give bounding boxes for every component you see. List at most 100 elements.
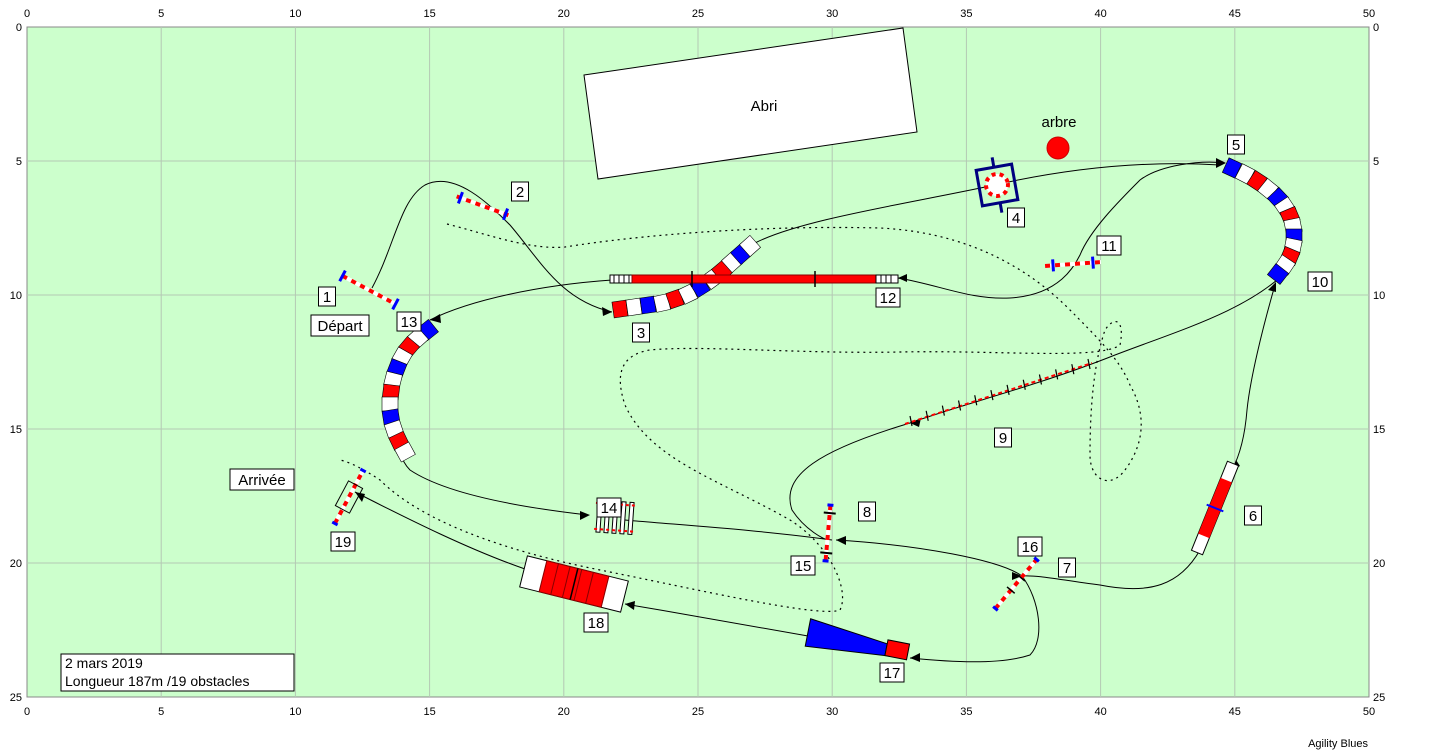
path-arrows (355, 158, 1276, 662)
x-tick-top: 5 (158, 8, 164, 20)
obstacle-11-jump (1044, 256, 1102, 272)
tunnel-segment (739, 234, 761, 258)
obstacle-18-aframe (519, 555, 629, 613)
x-tick-bottom: 10 (289, 706, 301, 718)
tree-label: arbre (1041, 114, 1076, 131)
x-tick-top: 20 (558, 8, 570, 20)
course-length: Longueur 187m /19 obstacles (65, 673, 249, 689)
obstacle-number-text: 16 (1022, 539, 1039, 556)
obstacle-number-15: 15 (790, 555, 816, 576)
obstacle-9-weave (904, 358, 1093, 427)
handler-path (339, 223, 1142, 612)
x-tick-top: 10 (289, 8, 301, 20)
obstacle-number-text: 15 (795, 558, 812, 575)
weave-pole (990, 389, 994, 401)
x-tick-bottom: 30 (826, 706, 838, 718)
x-tick-bottom: 45 (1229, 706, 1241, 718)
course-info-box: 2 mars 2019 Longueur 187m /19 obstacles (60, 653, 295, 692)
weave-pole (1022, 379, 1026, 390)
weave-pole (1006, 384, 1010, 396)
obstacle-2-jump (456, 191, 510, 221)
obstacle-number-3: 3 (632, 322, 650, 343)
obstacle-number-text: 9 (999, 430, 1007, 447)
y-tick-left: 10 (10, 290, 22, 302)
shelter: Abri (583, 27, 918, 180)
weave-pole (974, 395, 978, 406)
x-tick-bottom: 40 (1094, 706, 1106, 718)
y-tick-left: 25 (10, 692, 22, 704)
finish-label: Arrivée (238, 472, 286, 489)
obstacle-number-text: 2 (516, 184, 524, 201)
obstacle-number-9: 9 (994, 427, 1012, 448)
obstacle-13-tunnel (381, 318, 439, 463)
obstacle-number-8: 8 (858, 501, 876, 522)
obstacle-number-19: 19 (330, 531, 356, 552)
weave-pole (941, 405, 945, 416)
obstacle-number-14: 14 (596, 497, 622, 518)
y-tick-left: 5 (16, 156, 22, 168)
obstacle-17-chute (804, 618, 911, 661)
x-tick-top: 0 (24, 8, 30, 20)
tunnel-segment (611, 299, 629, 319)
obstacle-number-11: 11 (1096, 235, 1122, 256)
tunnel-segment (1221, 157, 1243, 179)
tunnels (381, 157, 1303, 463)
x-tick-top: 15 (423, 8, 435, 20)
obstacle-number-text: 6 (1249, 508, 1257, 525)
obstacle-8-jump (820, 503, 836, 563)
obstacle-number-13: 13 (396, 311, 422, 332)
obstacle-number-text: 7 (1063, 560, 1071, 577)
axis-ticks: 0055101015152020252530303535404045455050… (10, 8, 1386, 718)
obstacle-number-10: 10 (1307, 271, 1333, 292)
x-tick-bottom: 5 (158, 706, 164, 718)
x-tick-bottom: 50 (1363, 706, 1375, 718)
obstacle-number-text: 18 (588, 615, 605, 632)
obstacle-number-text: 12 (880, 290, 897, 307)
tree: arbre (1041, 114, 1077, 160)
weave-pole (1071, 364, 1075, 375)
obstacle-number-12: 12 (875, 287, 901, 308)
y-tick-left: 20 (10, 558, 22, 570)
x-tick-bottom: 20 (558, 706, 570, 718)
obstacle-number-1: 1 (318, 286, 336, 307)
x-tick-top: 40 (1094, 8, 1106, 20)
software-brand: Agility Blues (1308, 738, 1368, 750)
obstacle-number-text: 5 (1232, 137, 1240, 154)
obstacle-number-17: 17 (879, 662, 905, 683)
x-tick-top: 25 (692, 8, 704, 20)
y-tick-left: 0 (16, 22, 22, 34)
obstacle-number-text: 17 (884, 665, 901, 682)
obstacle-number-16: 16 (1017, 536, 1043, 557)
obstacle-number-2: 2 (511, 181, 529, 202)
obstacle-number-text: 14 (601, 500, 618, 517)
obstacle-1-jump (338, 269, 400, 311)
weave-pole (1038, 374, 1043, 385)
y-tick-right: 0 (1373, 22, 1379, 34)
obstacle-number-7: 7 (1058, 557, 1076, 578)
obstacle-19-jump (331, 467, 367, 527)
x-tick-bottom: 35 (960, 706, 972, 718)
obstacle-number-text: 3 (637, 325, 645, 342)
x-tick-top: 50 (1363, 8, 1375, 20)
tunnel-segment (394, 441, 416, 463)
weave-pole (909, 415, 913, 427)
obstacle-7-jump (992, 556, 1040, 612)
y-tick-right: 10 (1373, 290, 1385, 302)
x-tick-top: 45 (1229, 8, 1241, 20)
weave-pole (1087, 358, 1091, 370)
weave-pole (1055, 369, 1059, 380)
obstacle-number-text: 4 (1012, 210, 1020, 227)
obstacle-6-seesaw (1190, 460, 1240, 556)
obstacle-5-tunnel (1221, 157, 1303, 285)
x-tick-bottom: 15 (423, 706, 435, 718)
obstacle-3-tunnel (611, 234, 761, 319)
tunnel-segment (1266, 263, 1290, 285)
shelter-label: Abri (751, 98, 778, 115)
obstacle-number-6: 6 (1244, 505, 1262, 526)
course-date: 2 mars 2019 (65, 655, 143, 671)
obstacle-number-text: 8 (863, 504, 871, 521)
weave-pole (925, 410, 929, 421)
obstacle-12-dogwalk (609, 271, 899, 287)
